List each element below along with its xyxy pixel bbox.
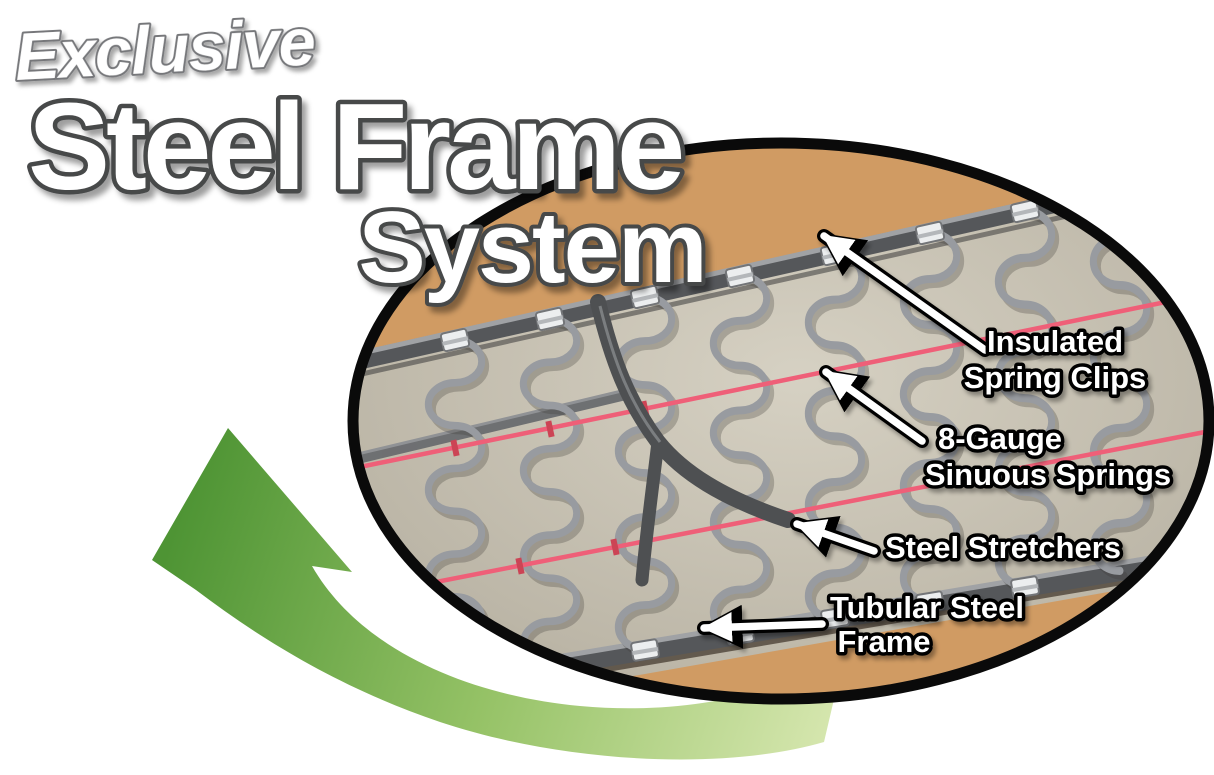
callout-arrow-sinuous-springs: [819, 365, 929, 448]
green-swoosh-arrow: [152, 428, 846, 760]
oval-photo: [347, 137, 1214, 705]
wood-rail-top: [356, 145, 1195, 360]
callout-arrow-fill: [700, 612, 826, 643]
green-arrow-shape: [152, 428, 846, 760]
callout-label-insulated: Insulated: [987, 324, 1123, 359]
callout-arrow-fill: [822, 368, 926, 445]
stretcher-branch: [635, 435, 665, 587]
callout-arrow-fill: [820, 232, 989, 354]
callout-label-tubular-steel: Tubular Steel: [830, 590, 1024, 625]
tie-wire-lower: [394, 429, 1206, 593]
wire-clip: [610, 538, 620, 556]
callout-arrow-fill: [793, 519, 878, 555]
callout-label-8-gauge: 8-Gauge: [938, 421, 1062, 456]
headline-sub: System: [358, 192, 705, 304]
wire-clip: [545, 420, 555, 438]
callout-arrow-steel-stretchers: [790, 515, 881, 558]
secondary-rail: [356, 389, 632, 467]
oval-border: [347, 137, 1214, 705]
callout-arrow-tubular-frame: [697, 604, 829, 649]
headline-main: Steel Frame: [28, 79, 682, 216]
spring-clip-tab: [629, 637, 661, 663]
callout-label-steel-stretchers: Steel Stretchers: [885, 530, 1121, 565]
oval-scene: [356, 145, 1206, 697]
wire-clip: [515, 557, 525, 575]
callout-label-spring-clips: Spring Clips: [964, 360, 1147, 395]
stretcher-highlight: [598, 305, 662, 443]
headline: Exclusive Steel Frame System: [11, 2, 712, 308]
callout-label-frame: Frame: [837, 624, 930, 659]
wood-rail-bottom: [430, 574, 1206, 697]
wire-clip: [450, 439, 460, 457]
callouts: Insulated Spring Clips 8-Gauge Sinuous S…: [697, 229, 1175, 663]
callout-arrow-spring-clips: [817, 229, 992, 357]
tie-wire-upper: [356, 292, 1201, 471]
headline-eyebrow: Exclusive: [13, 4, 317, 95]
secondary-rail-highlight: [356, 387, 631, 459]
callout-label-sinuous-springs: Sinuous Springs: [925, 457, 1171, 492]
